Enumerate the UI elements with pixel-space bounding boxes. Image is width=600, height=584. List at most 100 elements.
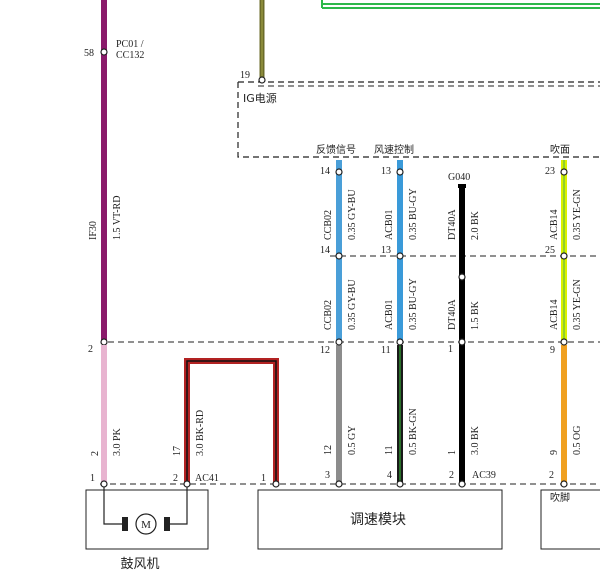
face-circuit: ACB14 xyxy=(549,209,560,240)
ground-circuit3: 1 xyxy=(447,450,458,455)
feedback-top-pin: 14 xyxy=(320,166,330,177)
speed-mid-pin: 13 xyxy=(381,245,391,256)
left-spec: 1.5 VT-RD xyxy=(112,196,123,240)
ground-terminal-icon xyxy=(458,184,466,188)
ground-low-dot xyxy=(458,338,466,346)
feedback-low-pin: 12 xyxy=(320,345,330,356)
feedback-mid-pin: 14 xyxy=(320,245,330,256)
feedback-circuit2: CCB02 xyxy=(323,300,334,330)
speed-low-dot xyxy=(396,338,404,346)
left-lower-spec: 3.0 PK xyxy=(112,427,123,456)
left-connector-line2: CC132 xyxy=(116,50,144,61)
blower-pin2-dot xyxy=(183,480,191,488)
speed-mid-dot xyxy=(396,252,404,260)
left-lower-circuit: 2 xyxy=(90,451,101,456)
left-top-pin-dot xyxy=(100,48,108,56)
speed-top-pin: 13 xyxy=(381,166,391,177)
motor-symbol: M xyxy=(141,519,151,531)
face-mid-pin: 25 xyxy=(545,245,555,256)
speed-circuit: ACB01 xyxy=(384,209,395,240)
module-pin3-dot xyxy=(335,480,343,488)
blower-title: 鼓风机 xyxy=(120,557,159,572)
left-wire-vt-rd: 58 PC01 / CC132 IF30 1.5 VT-RD xyxy=(84,0,144,340)
speed-spec: 0.35 BU-GY xyxy=(408,188,419,240)
ig-power-box: IG电源 xyxy=(237,81,600,158)
speed-spec2: 0.35 BU-GY xyxy=(408,278,419,330)
feedback-mid-dot xyxy=(335,252,343,260)
module-title: 调速模块 xyxy=(350,512,406,528)
feedback-low-dot xyxy=(335,338,343,346)
feedback-spec2: 0.35 GY-BU xyxy=(347,279,358,330)
feedback-wire: 反馈信号 14 CCB02 0.35 GY-BU 14 CCB02 0.35 G… xyxy=(316,143,358,488)
face-spec2: 0.35 YE-GN xyxy=(572,279,583,330)
face-spec3: 0.5 OG xyxy=(572,426,583,455)
blower-connector: AC41 xyxy=(195,473,219,484)
speed-module: 调速模块 xyxy=(257,489,503,550)
face-mid-dot xyxy=(560,252,568,260)
ground-splice-dot xyxy=(458,273,466,281)
face-bottom-dot xyxy=(560,480,568,488)
left-mid-pin: 2 xyxy=(88,344,93,355)
ground-circuit: DT40A xyxy=(447,209,458,240)
module-pin2: 2 xyxy=(449,470,454,481)
feedback-top-dot xyxy=(335,168,343,176)
bk-rd-spec: 3.0 BK-RD xyxy=(195,410,206,456)
face-circuit2: ACB14 xyxy=(549,299,560,330)
face-label: 吹面 xyxy=(550,143,570,156)
blower-component: M 鼓风机 xyxy=(85,487,209,572)
face-top-dot xyxy=(560,168,568,176)
bk-rd-wire: 17 3.0 BK-RD 2 AC41 1 xyxy=(172,358,280,488)
left-wire-pk: 2 3.0 PK 1 xyxy=(90,345,123,488)
module-pin4-dot xyxy=(396,480,404,488)
ig-pin-number: 19 xyxy=(240,70,250,81)
module-pin2-dot xyxy=(458,480,466,488)
blower-pin1-label: 1 xyxy=(90,473,95,484)
ground-spec3: 3.0 BK xyxy=(470,425,481,455)
face-top-pin: 23 xyxy=(545,166,555,177)
left-bottom-pin-dot xyxy=(100,480,108,488)
module-connector: AC39 xyxy=(472,470,496,481)
left-mid-pin-dot xyxy=(100,338,108,346)
face-bottom-pin: 2 xyxy=(549,470,554,481)
speed-low-pin: 11 xyxy=(381,345,391,356)
ground-circuit2: DT40A xyxy=(447,299,458,330)
module-pin4: 4 xyxy=(387,470,392,481)
speed-circuit3: 11 xyxy=(384,445,395,455)
left-top-pin: 58 xyxy=(84,48,94,59)
feedback-spec: 0.35 GY-BU xyxy=(347,189,358,240)
ground-label: G040 xyxy=(448,172,470,183)
face-low-pin: 9 xyxy=(550,345,555,356)
speed-circuit2: ACB01 xyxy=(384,299,395,330)
bk-rd-circuit: 17 xyxy=(172,446,183,456)
ground-low-pin: 1 xyxy=(448,344,453,355)
left-circuit: IF30 xyxy=(88,221,99,240)
feedback-label: 反馈信号 xyxy=(316,143,356,156)
ground-spec: 2.0 BK xyxy=(470,210,481,240)
bk-rd-end-dot xyxy=(272,480,280,488)
speed-wire: 风速控制 13 ACB01 0.35 BU-GY 13 ACB01 0.35 B… xyxy=(374,143,419,488)
face-circuit3: 9 xyxy=(549,450,560,455)
bk-rd-end-pin: 1 xyxy=(261,473,266,484)
foot-label: 吹脚 xyxy=(550,491,570,504)
blower-pin2-label: 2 xyxy=(173,473,178,484)
ground-wire: G040 DT40A 2.0 BK DT40A 1.5 BK 1 1 3.0 B… xyxy=(447,172,496,488)
face-foot-box xyxy=(540,489,600,550)
feedback-spec3: 0.5 GY xyxy=(347,426,358,455)
ig-wire: 19 xyxy=(240,0,266,84)
left-connector-line1: PC01 / xyxy=(116,39,144,50)
speed-top-dot xyxy=(396,168,404,176)
ig-pin-dot xyxy=(258,76,266,84)
ig-power-label: IG电源 xyxy=(243,91,277,105)
motor-icon xyxy=(135,513,157,535)
face-low-dot xyxy=(560,338,568,346)
face-spec: 0.35 YE-GN xyxy=(572,189,583,240)
green-top-box xyxy=(321,0,600,9)
face-wire: 吹面 23 ACB14 0.35 YE-GN 25 ACB14 0.35 YE-… xyxy=(545,143,583,504)
feedback-circuit3: 12 xyxy=(323,445,334,455)
feedback-circuit: CCB02 xyxy=(323,210,334,240)
module-pin3: 3 xyxy=(325,470,330,481)
speed-spec3: 0.5 BK-GN xyxy=(408,408,419,455)
ground-spec2: 1.5 BK xyxy=(470,300,481,330)
